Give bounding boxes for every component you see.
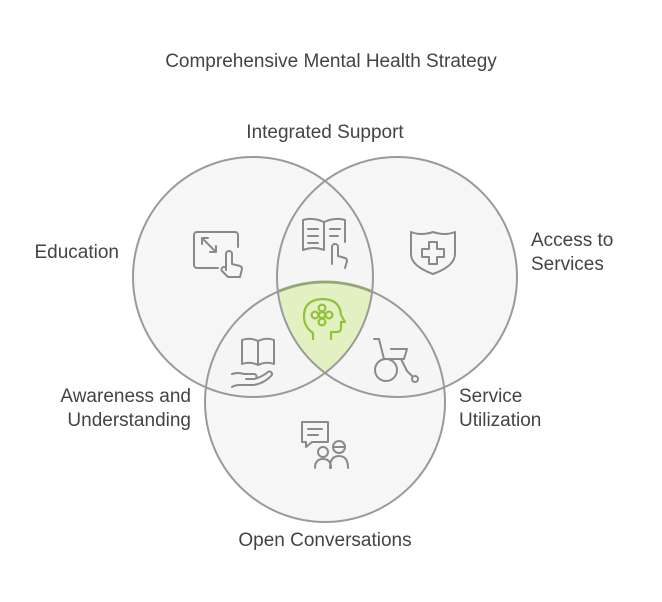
circle-conversations-outline (204, 281, 446, 523)
label-integrated-support: Integrated Support (246, 122, 404, 143)
chat-people-icon (301, 421, 349, 469)
wheelchair-icon (373, 338, 419, 383)
label-awareness-understanding: Awareness and Understanding (0, 385, 191, 433)
label-service-utilization: Service Utilization (459, 385, 541, 433)
book-in-hand-icon (231, 337, 275, 388)
circle-education-outline (132, 156, 374, 398)
label-access-line-2: Services (531, 254, 604, 275)
mental-health-head-icon (302, 297, 347, 341)
label-service-line-2: Utilization (459, 410, 542, 431)
label-access-line-1: Access to (531, 230, 614, 251)
circle-access-outline (276, 156, 518, 398)
label-awareness-line-2: Understanding (67, 410, 191, 431)
diagram-title: Comprehensive Mental Health Strategy (165, 51, 497, 72)
book-touch-icon (302, 217, 348, 269)
label-open-conversations: Open Conversations (238, 530, 412, 551)
medical-shield-icon (410, 231, 456, 275)
label-education: Education (34, 242, 119, 263)
label-awareness-line-1: Awareness and (60, 386, 191, 407)
touch-screen-resize-icon (193, 231, 243, 278)
label-access-to-services: Access to Services (531, 229, 613, 277)
circle-conversations (205, 282, 445, 522)
label-service-line-1: Service (459, 386, 523, 407)
